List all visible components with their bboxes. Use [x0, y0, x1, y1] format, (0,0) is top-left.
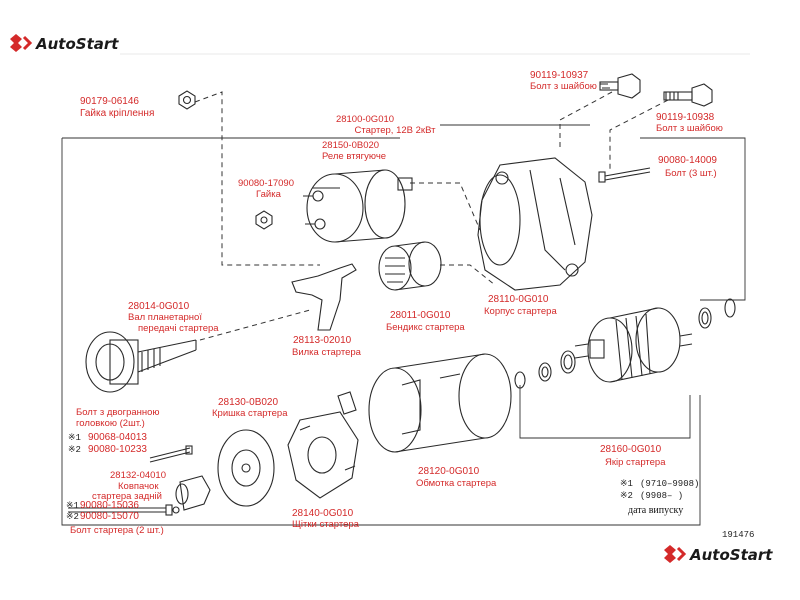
label-nut2-name: Гайка: [256, 189, 282, 200]
leader-bolt2: [609, 99, 669, 170]
solenoid-nut-drawing: [255, 210, 273, 230]
label-shaft-code: 28014-0G010: [128, 301, 190, 312]
logo-text-top: AutoStart: [35, 35, 119, 53]
label-starter-bolt-code1: 90080-15036: [80, 500, 139, 511]
logo-mark-icon: [10, 34, 33, 52]
logo-mark-bottom-icon: [664, 545, 687, 563]
bolt-2-drawing: [663, 83, 713, 107]
starter-bolt-drawing: [68, 504, 180, 516]
leader-bolt1: [559, 91, 613, 150]
label-bolt2-code: 90119-10938: [656, 112, 715, 123]
label-twin-bolt-title1: Болт з двогранною: [76, 407, 160, 418]
label-bolt3-code: 90080-14009: [658, 155, 717, 166]
bolt-3-drawing: [598, 167, 651, 183]
label-fork-name: Вилка стартера: [292, 347, 362, 358]
rear-cap-drawing: [175, 475, 211, 511]
label-twin-bolt-code1: 90068-04013: [88, 432, 147, 443]
label-armature-name: Якір стартера: [605, 457, 666, 468]
label-bolt1-name: Болт з шайбою: [530, 81, 597, 92]
label-shaft-name2: передачі стартера: [138, 323, 219, 334]
housing-drawing: [477, 157, 593, 291]
label-cover-name: Кришка стартера: [212, 408, 288, 419]
leader-bendix: [440, 264, 496, 286]
solenoid-drawing: [303, 169, 413, 243]
leader-shaft: [199, 309, 311, 341]
label-twin-bolt-mark2: ※2: [68, 445, 81, 455]
label-bolt3-name: Болт (3 шт.): [665, 168, 717, 179]
label-cap-name1: Ковпачок: [118, 481, 159, 492]
label-starter-bolt-code2: 90080-15070: [80, 511, 139, 522]
label-winding-code: 28120-0G010: [418, 466, 480, 477]
cover-drawing: [217, 429, 275, 507]
legend-mark-1: ※1: [620, 479, 633, 489]
legend-caption: дата випуску: [628, 505, 683, 516]
label-housing-name: Корпус стартера: [484, 306, 557, 317]
armature-drawing: [574, 307, 693, 383]
winding-drawing: [368, 353, 512, 453]
label-housing-code: 28110-0G010: [488, 294, 549, 305]
leader-armature: [519, 385, 691, 439]
label-bendix-name: Бендикс стартера: [386, 322, 465, 333]
brush-holder-drawing: [287, 391, 359, 499]
label-solenoid-name: Реле втягуюче: [322, 151, 386, 162]
label-bendix-code: 28011-0G010: [390, 310, 451, 321]
production-date-legend: ※1 (9710–9908) ※2 (9908– ) дата випуску: [620, 479, 699, 516]
brand-logo-top: AutoStart: [10, 34, 119, 53]
label-starter-bolt-name: Болт стартера (2 шт.): [70, 525, 164, 536]
legend-range-1: (9710–9908): [640, 479, 699, 489]
label-cover-code: 28130-0B020: [218, 397, 278, 408]
label-cap-name2: стартера задній: [92, 491, 162, 502]
label-bolt1-code: 90119-10937: [530, 70, 589, 81]
bolt-1-drawing: [599, 73, 641, 99]
fork-drawing: [291, 263, 357, 331]
label-shaft-name1: Вал планетарної: [128, 312, 202, 323]
label-brushes-name: Щітки стартера: [292, 519, 360, 530]
label-starter-name: Стартер, 12В 2кВт: [355, 125, 437, 136]
label-winding-name: Обмотка стартера: [416, 478, 497, 489]
label-fork-code: 28113-02010: [293, 335, 352, 346]
label-solenoid-code: 28150-0B020: [322, 140, 379, 151]
legend-range-2: (9908– ): [640, 491, 683, 501]
diagram-number: 191476: [722, 530, 754, 540]
label-brushes-code: 28140-0G010: [292, 508, 354, 519]
label-starter-bolt-mark1: ※1: [66, 501, 79, 511]
twin-bolt-drawing: [149, 445, 193, 463]
label-twin-bolt-mark1: ※1: [68, 433, 81, 443]
label-nut-name: Гайка кріплення: [80, 108, 154, 119]
logo-text-bottom: AutoStart: [689, 546, 773, 564]
brand-logo-bottom: AutoStart: [664, 545, 773, 564]
mounting-nut-drawing: [178, 90, 196, 110]
bendix-drawing: [378, 241, 442, 291]
label-starter-code: 28100-0G010: [336, 114, 394, 125]
planetary-shaft-drawing: [85, 331, 197, 393]
label-nut2-code: 90080-17090: [238, 178, 294, 189]
label-twin-bolt-title2: головкою (2шт.): [76, 418, 145, 429]
label-armature-code: 28160-0G010: [600, 444, 662, 455]
assembly-frame: [61, 124, 746, 526]
label-twin-bolt-code2: 90080-10233: [88, 444, 147, 455]
label-bolt2-name: Болт з шайбою: [656, 123, 723, 134]
label-starter-bolt-mark2: ※2: [66, 512, 79, 522]
leader-solenoid: [410, 182, 481, 231]
label-cap-code: 28132-04010: [110, 470, 166, 481]
legend-mark-2: ※2: [620, 491, 633, 501]
label-nut-code: 90179-06146: [80, 96, 139, 107]
washers-drawing: [514, 298, 736, 389]
